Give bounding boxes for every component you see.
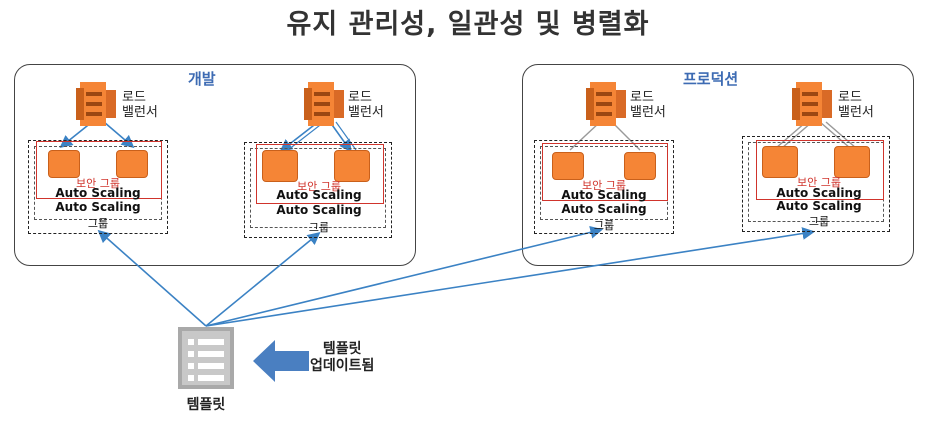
ec2-instance-icon [116,150,148,178]
page-title: 유지 관리성, 일관성 및 병렬화 [286,9,650,40]
auto-scaling-label: Auto Scaling [561,202,647,216]
load-balancer-icon [304,82,344,126]
security-group [256,144,384,204]
security-group-label: 보안 그룹 [297,180,341,193]
template-updated-label: 템플릿 업데이트됨 [310,341,375,374]
security-group [36,141,162,199]
auto-scaling-group [534,140,674,234]
arrow-left-icon [253,340,309,382]
ec2-instance-icon [262,150,298,182]
template-label: 템플릿 [186,397,226,413]
load-balancer-label: 로드 밸런서 [122,90,158,120]
auto-scaling-group-shadow [250,148,386,228]
load-balancer-icon [76,82,116,126]
auto-scaling-label: Auto Scaling [561,188,647,202]
load-balancer-label: 로드 밸런서 [630,90,666,120]
template-document-icon [178,327,234,389]
security-group [542,143,668,201]
auto-scaling-label: Auto Scaling [776,186,862,200]
auto-scaling-label: Auto Scaling [55,186,141,200]
auto-scaling-label: Auto Scaling [276,188,362,202]
ec2-instance-icon [834,146,870,178]
group-label: 그룹 [308,221,330,234]
auto-scaling-group [244,142,392,238]
prod-environment-label: 프로덕션 [683,70,739,88]
ec2-instance-icon [762,146,798,178]
load-balancer-icon [792,82,832,126]
security-group-label: 보안 그룹 [582,179,626,192]
auto-scaling-label: Auto Scaling [276,203,362,217]
group-label: 그룹 [87,217,109,230]
group-label: 그룹 [808,215,830,228]
auto-scaling-label: Auto Scaling [55,200,141,214]
group-label: 그룹 [593,219,615,232]
ec2-instance-icon [552,152,584,180]
auto-scaling-group [742,136,890,232]
load-balancer-icon [586,82,626,126]
auto-scaling-label: Auto Scaling [776,199,862,213]
ec2-instance-icon [48,150,80,178]
auto-scaling-group [28,140,168,234]
ec2-instance-icon [624,152,656,180]
security-group-label: 보안 그룹 [76,177,120,190]
security-group-label: 보안 그룹 [797,176,841,189]
dev-environment-label: 개발 [188,70,216,88]
load-balancer-label: 로드 밸런서 [348,90,384,120]
security-group [756,140,884,200]
ec2-instance-icon [334,150,370,182]
load-balancer-label: 로드 밸런서 [838,90,874,120]
